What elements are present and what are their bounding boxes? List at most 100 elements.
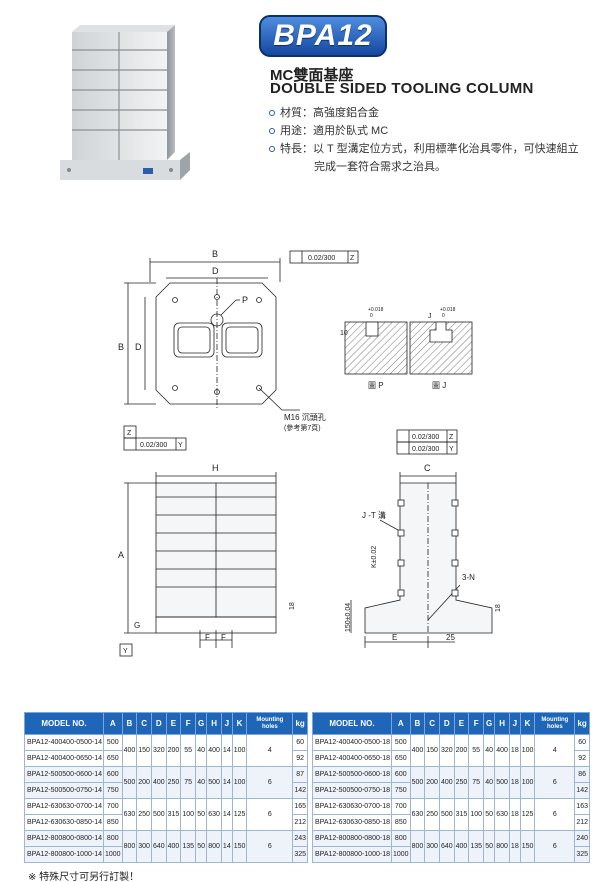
table-cell-k: 100 [519, 766, 536, 799]
table-cell-e: 315 [165, 798, 182, 831]
table-cell-k: 100 [231, 766, 248, 799]
spec-list: 材質：高強度鋁合金 用途：適用於臥式 MC 特長：以 T 型溝定位方式，利用標準… [268, 104, 588, 176]
table-cell-g: 50 [482, 798, 496, 831]
table-cell-a: 700 [102, 798, 123, 815]
column-header: G [194, 712, 208, 735]
label-j: J [428, 313, 432, 320]
table-cell-d: 640 [150, 830, 167, 863]
table-cell-a: 700 [390, 798, 411, 815]
table-cell-k: 100 [231, 734, 248, 767]
table-cell-f: 100 [180, 798, 196, 831]
table-cell-model: BPA12-400400-0500-14 [24, 734, 104, 751]
dim-label-a: A [118, 550, 124, 560]
table-cell-h: 500 [206, 766, 222, 799]
model-badge-shape [259, 15, 387, 57]
table-cell-e: 250 [165, 766, 182, 799]
column-header: B [121, 712, 138, 735]
table-cell-kg: 165 [292, 798, 308, 815]
table-cell-a: 600 [102, 766, 123, 783]
table-cell-e: 315 [453, 798, 470, 831]
table-cell-b: 800 [121, 830, 138, 863]
table-cell-a: 500 [102, 734, 123, 751]
table-cell-c: 300 [136, 830, 152, 863]
table-cell-c: 300 [424, 830, 440, 863]
column-header: G [482, 712, 496, 735]
table-cell-c: 150 [136, 734, 152, 767]
title-chinese: MC雙面基座 [270, 67, 354, 84]
table-cell-f: 55 [468, 734, 484, 767]
spec-item: 材質：高強度鋁合金 [268, 104, 588, 122]
table-cell-d: 320 [150, 734, 167, 767]
column-header: D [438, 712, 455, 735]
column-header: kg [574, 712, 590, 735]
column-header: E [453, 712, 470, 735]
table-cell-c: 200 [136, 766, 152, 799]
dim-label-c: C [424, 463, 431, 473]
table-cell-kg: 86 [574, 766, 590, 783]
frame-z-left: Z [127, 430, 132, 437]
title-english: DOUBLE SIDED TOOLING COLUMN [270, 80, 534, 97]
model-badge: BPA12 [273, 19, 373, 52]
table-cell-j: 18 [508, 798, 521, 831]
dim-label-b-vertical: B [118, 342, 124, 352]
product-photo [60, 25, 190, 180]
frame-y-left: Y [178, 442, 183, 449]
column-header: J [220, 712, 233, 735]
table-cell-a: 850 [102, 814, 123, 831]
table-cell-d: 500 [150, 798, 167, 831]
table-cell-b: 400 [409, 734, 426, 767]
dim-18-right: 18 [495, 604, 502, 612]
fig-p-caption: 圖 P [368, 381, 384, 390]
dim-25: 25 [446, 633, 455, 642]
column-header: K [519, 712, 536, 735]
table-cell-model: BPA12-800800-1000-14 [24, 846, 104, 863]
table-cell-b: 800 [409, 830, 426, 863]
table-cell-a: 650 [102, 750, 123, 767]
table-cell-kg: 92 [574, 750, 590, 767]
spec-item-continued: 完成一套符合需求之治具。 [314, 161, 446, 173]
frame-tol-top: 0.02/300 [308, 255, 335, 262]
table-cell-c: 200 [424, 766, 440, 799]
tol-j-lower: 0 [442, 313, 445, 319]
table-cell-b: 630 [409, 798, 426, 831]
table-cell-kg: 325 [292, 846, 308, 863]
table-cell-kg: 212 [292, 814, 308, 831]
table-cell-f: 135 [180, 830, 196, 863]
column-header: C [136, 712, 152, 735]
table-cell-j: 18 [508, 734, 521, 767]
table-cell-h: 400 [206, 734, 222, 767]
dim-label-f2: F [221, 633, 226, 642]
column-header: F [180, 712, 196, 735]
table-cell-k: 150 [231, 830, 248, 863]
frame-tol-right-1: 0.02/300 [412, 434, 439, 441]
table-cell-kg: 60 [292, 734, 308, 751]
table-cell-h: 800 [206, 830, 222, 863]
table-cell-e: 400 [453, 830, 470, 863]
spec-item: 用途：適用於臥式 MC [268, 122, 588, 140]
label-m16: M16 沉頭孔 [284, 413, 326, 422]
table-cell-kg: 87 [292, 766, 308, 783]
table-cell-k: 150 [519, 830, 536, 863]
column-header: F [468, 712, 484, 735]
table-cell-f: 100 [468, 798, 484, 831]
table-cell-d: 400 [438, 766, 455, 799]
table-cell-a: 600 [390, 766, 411, 783]
table-cell-k: 100 [519, 734, 536, 767]
table-cell-d: 320 [438, 734, 455, 767]
column-header: MODEL NO. [24, 712, 104, 735]
dim-label-d-vertical: D [135, 342, 142, 352]
table-cell-n: 4 [246, 734, 294, 767]
table-cell-d: 400 [150, 766, 167, 799]
table-cell-g: 50 [194, 830, 208, 863]
table-cell-kg: 142 [292, 782, 308, 799]
column-header: J [508, 712, 521, 735]
table-cell-f: 75 [468, 766, 484, 799]
table-cell-model: BPA12-800800-0800-18 [312, 830, 392, 847]
table-cell-model: BPA12-800800-0800-14 [24, 830, 104, 847]
label-3n: 3-N [462, 573, 475, 582]
dim-label-f1: F [205, 633, 210, 642]
